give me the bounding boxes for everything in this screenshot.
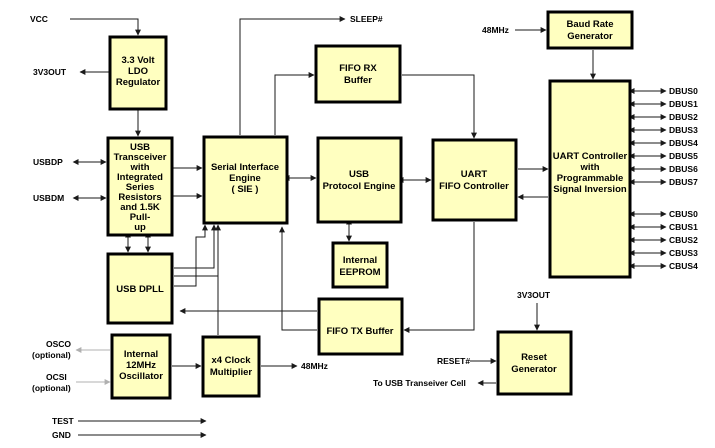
- cbus-pin-label: CBUS3: [669, 248, 698, 258]
- usb-dpll-block: USB DPLL: [106, 252, 174, 325]
- svg-text:FIFO TX Buffer: FIFO TX Buffer: [326, 326, 393, 337]
- cbus-pin-label: CBUS4: [669, 261, 698, 271]
- fifo-tx-buffer-block: FIFO TX Buffer: [317, 297, 404, 356]
- usbdp-label: USBDP: [33, 157, 63, 167]
- osci-optional-label: (optional): [32, 383, 71, 393]
- cbus-lines: [628, 211, 667, 269]
- v3out-right-label: 3V3OUT: [517, 290, 551, 300]
- dbus-pin-label: DBUS3: [669, 125, 698, 135]
- to-usb-transceiver-label: To USB Transeiver Cell: [373, 378, 466, 388]
- sleep-label: SLEEP#: [350, 14, 383, 24]
- dpll-sie-line-2: [174, 224, 217, 269]
- dbus-lines: [628, 88, 667, 185]
- fiforx-uart-line: [402, 74, 477, 139]
- dbus-pin-label: DBUS0: [669, 86, 698, 96]
- sleep-line: [239, 16, 346, 135]
- cbus-pin-label: CBUS1: [669, 222, 698, 232]
- dpll-sie-line-1: [174, 224, 208, 287]
- fifotx-sie-line: [279, 226, 317, 331]
- test-label: TEST: [52, 416, 75, 426]
- osci-label: OCSI: [46, 372, 67, 382]
- cbus-pin-label: CBUS2: [669, 235, 698, 245]
- connections: [70, 16, 596, 438]
- clk48-bottom-label: 48MHz: [301, 361, 328, 371]
- dbus-pin-label: DBUS1: [669, 99, 698, 109]
- dbus-pin-label: DBUS4: [669, 138, 698, 148]
- vcc-label: VCC: [30, 14, 48, 24]
- gnd-label: GND: [52, 430, 71, 440]
- dbus-pin-label: DBUS2: [669, 112, 698, 122]
- usbdm-label: USBDM: [33, 193, 64, 203]
- uart-fifotx-line: [403, 222, 475, 333]
- dbus-pin-label: DBUS7: [669, 177, 698, 187]
- sie-fiforx-line: [274, 72, 315, 135]
- osco-label: OSCO: [46, 339, 71, 349]
- dbus-pin-label: DBUS5: [669, 151, 698, 161]
- v3out-left-label: 3V3OUT: [33, 67, 67, 77]
- dbus-pin-label: DBUS6: [669, 164, 698, 174]
- clk48-top-label: 48MHz: [482, 25, 509, 35]
- signal-labels: VCC SLEEP# 3V3OUT USBDP USBDM 48MHz 48MH…: [30, 14, 551, 440]
- svg-text:USB DPLL: USB DPLL: [116, 284, 164, 295]
- cbus-pin-label: CBUS0: [669, 209, 698, 219]
- vcc-line: [70, 18, 141, 36]
- osco-optional-label: (optional): [32, 350, 71, 360]
- reset-input-label: RESET#: [437, 356, 470, 366]
